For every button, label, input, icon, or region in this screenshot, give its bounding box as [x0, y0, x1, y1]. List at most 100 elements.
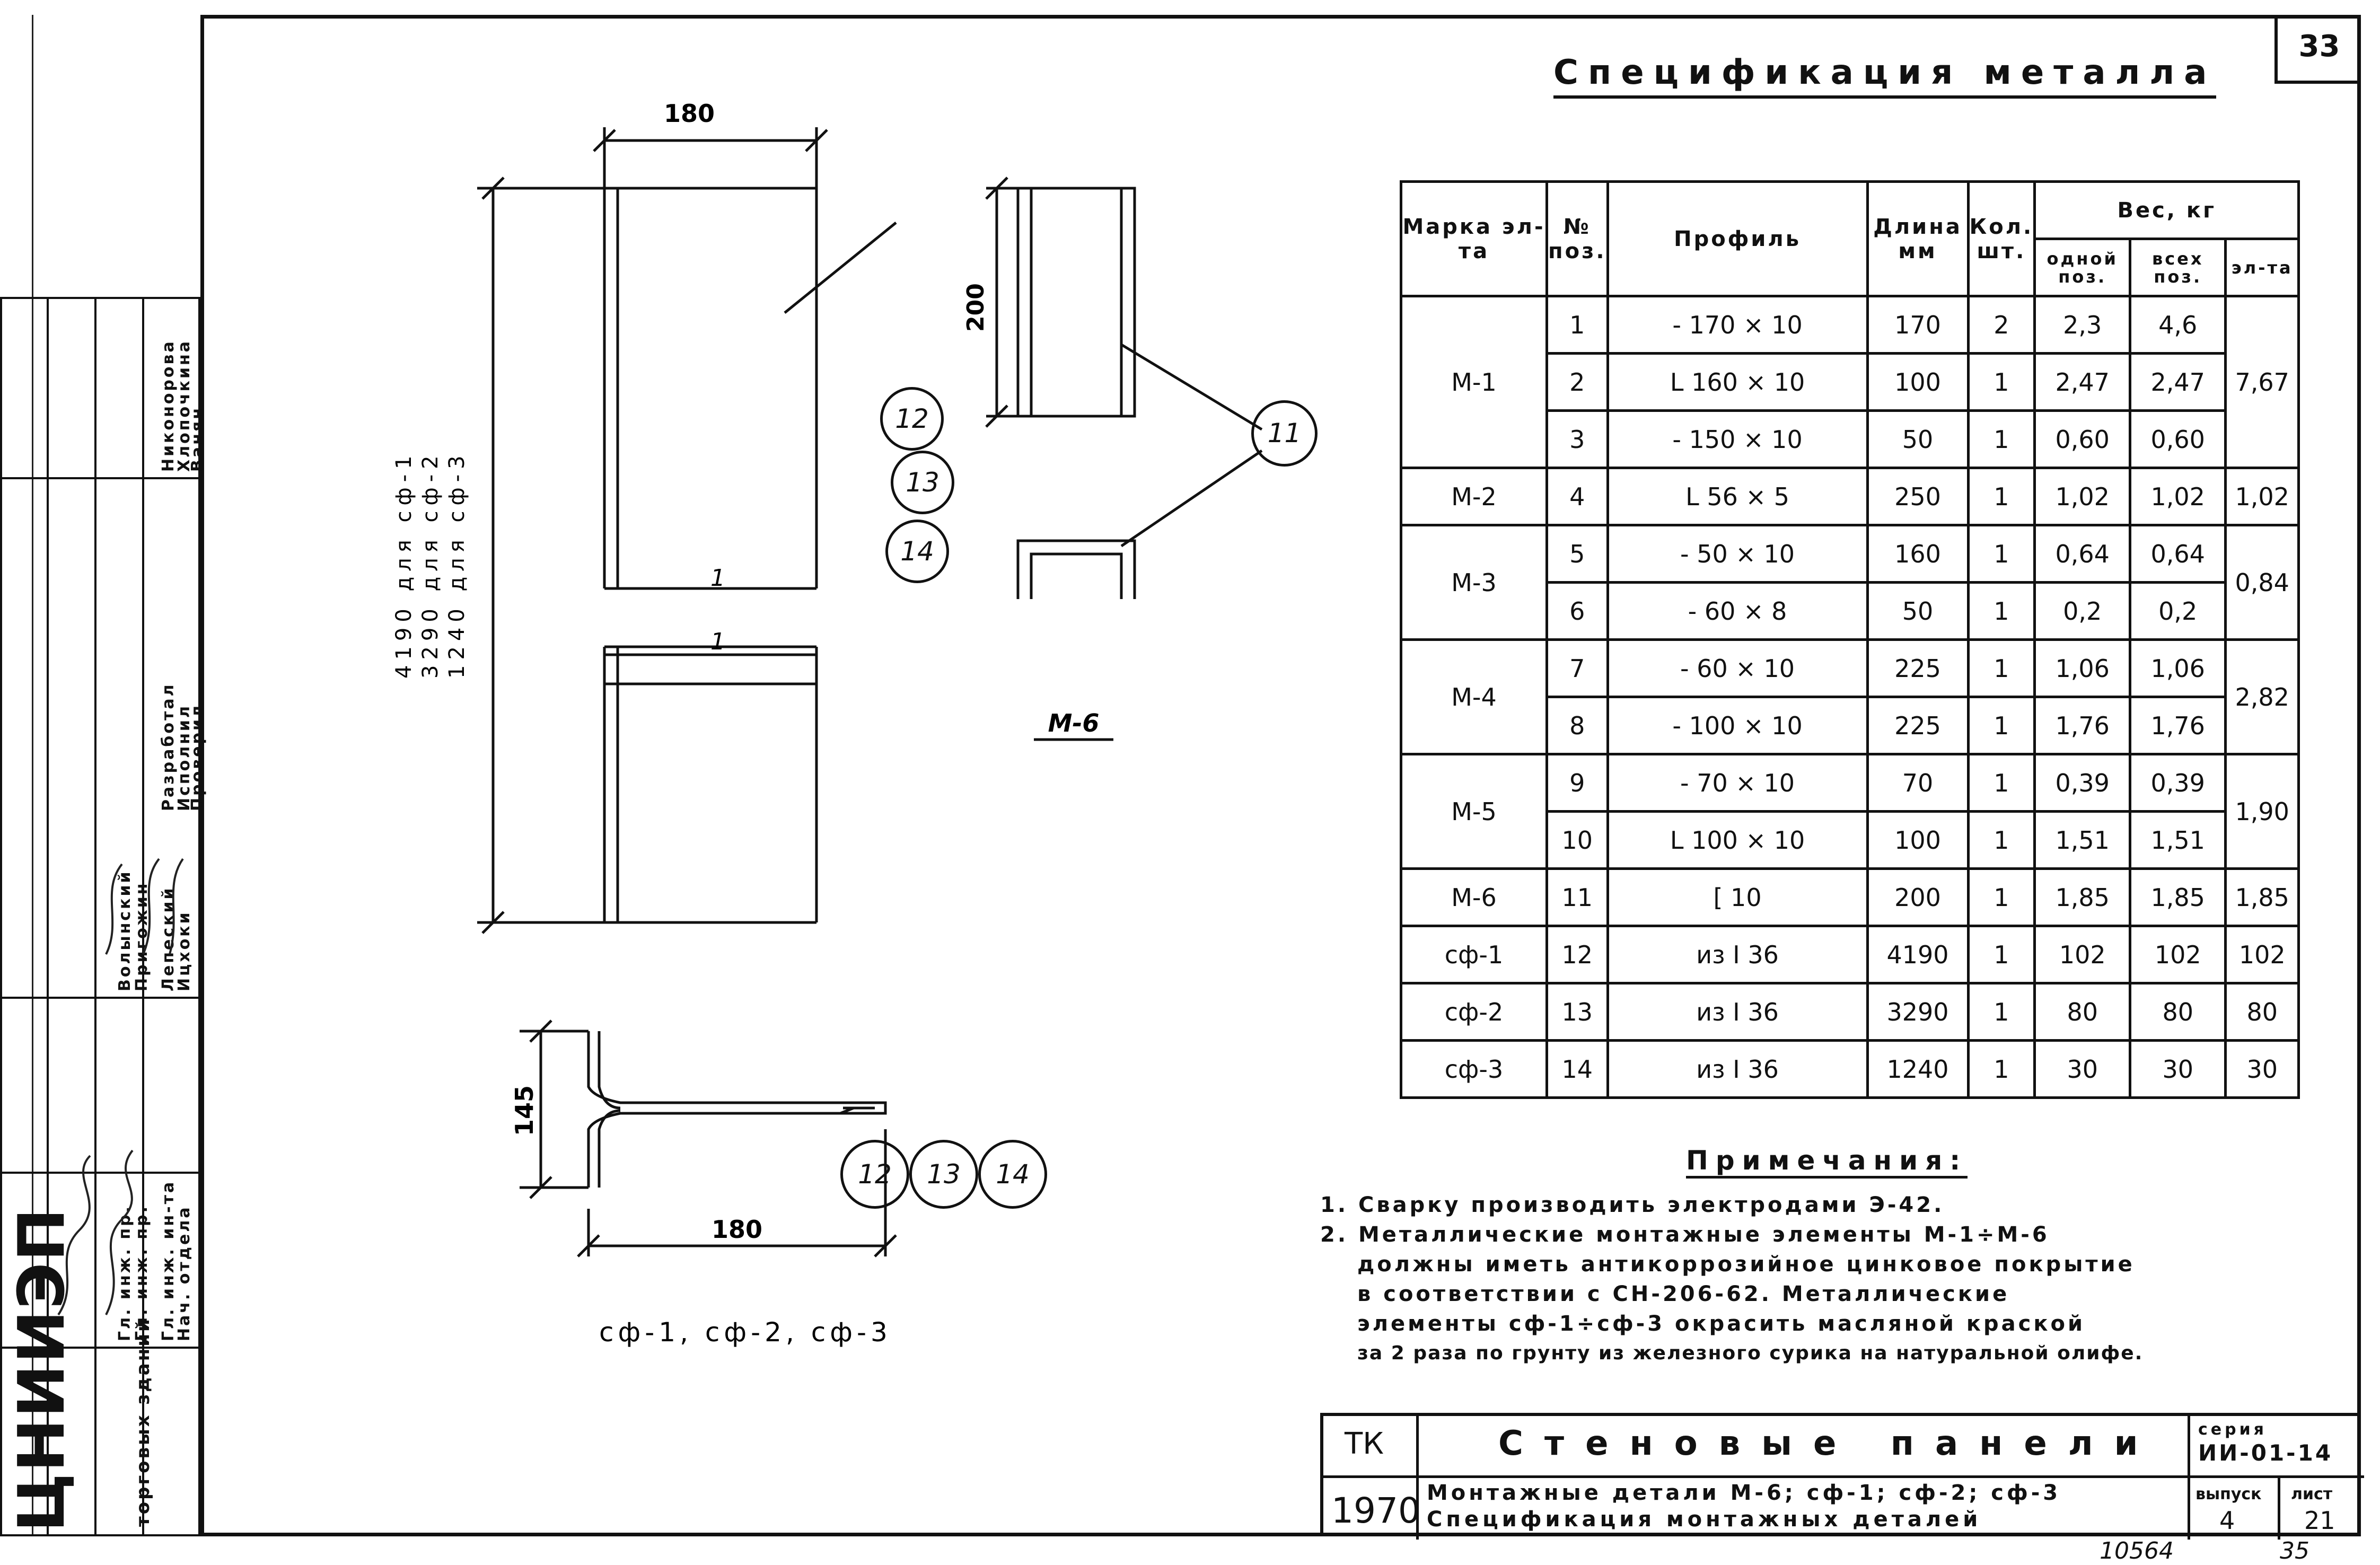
- table-cell: 9: [1545, 753, 1609, 813]
- channel-label: М-6: [1048, 709, 1100, 737]
- table-cell: 1: [1545, 295, 1609, 355]
- table-cell: М-4: [1400, 638, 1548, 755]
- tb-sheet-label: лист: [2291, 1485, 2333, 1504]
- table-cell: 1,90: [2224, 753, 2300, 870]
- table-cell: 12: [1545, 925, 1609, 984]
- table-cell: 1: [1966, 925, 2036, 984]
- table-cell: 1: [1966, 409, 2036, 469]
- table-cell: 10: [1545, 810, 1609, 870]
- note-2d: элементы сф-1÷сф-3 окрасить масляной кра…: [1357, 1312, 2085, 1336]
- table-cell: 200: [1866, 867, 1970, 927]
- tb-subtitle-2: Спецификация монтажных деталей: [1427, 1507, 1982, 1532]
- hdr-w-all: всех поз.: [2129, 238, 2227, 297]
- table-cell: 11: [1545, 867, 1609, 927]
- plate-height-3: 1240 для сф-3: [445, 450, 469, 679]
- table-cell: 0,64: [2129, 524, 2227, 584]
- plate-mark-1: 1: [710, 565, 725, 592]
- left-stamp: ЦНИИЭП торговых зданий Гл. инж. ин-та На…: [0, 297, 207, 1536]
- table-cell: 170: [1866, 295, 1970, 355]
- table-cell: 2: [1545, 352, 1609, 412]
- table-cell: 1: [1966, 982, 2036, 1042]
- tb-issue-label: выпуск: [2195, 1485, 2262, 1504]
- table-cell: сф-3: [1400, 1039, 1548, 1099]
- table-cell: 0,39: [2129, 753, 2227, 813]
- table-cell: 13: [1545, 982, 1609, 1042]
- channel-height-dim: 200: [962, 283, 989, 332]
- table-cell: М-6: [1400, 867, 1548, 927]
- table-cell: 100: [1866, 810, 1970, 870]
- table-cell: 1: [1966, 524, 2036, 584]
- hdr-weight: Вес, кг: [2033, 180, 2300, 240]
- table-cell: - 150 × 10: [1606, 409, 1869, 469]
- note-2e: за 2 раза по грунту из железного сурика …: [1357, 1342, 2144, 1364]
- table-cell: 1,06: [2033, 638, 2132, 698]
- table-cell: М-5: [1400, 753, 1548, 870]
- table-cell: 1: [1966, 638, 2036, 698]
- table-cell: 80: [2129, 982, 2227, 1042]
- table-cell: из I 36: [1606, 925, 1869, 984]
- tb-year: 1970: [1331, 1490, 1420, 1531]
- table-cell: 80: [2033, 982, 2132, 1042]
- tee-callout-14: 14: [978, 1140, 1047, 1209]
- table-cell: [ 10: [1606, 867, 1869, 927]
- notes-body: 1. Сварку производить электродами Э-42. …: [1320, 1190, 2143, 1368]
- table-cell: 225: [1866, 696, 1970, 755]
- hdr-qty: Кол. шт.: [1966, 180, 2036, 297]
- table-cell: 3290: [1866, 982, 1970, 1042]
- hdr-length: Длина мм: [1866, 180, 1970, 297]
- signatures-2: [105, 858, 184, 955]
- table-cell: 8: [1545, 696, 1609, 755]
- plate-width-dim: 180: [664, 99, 715, 128]
- table-cell: 1,85: [2129, 867, 2227, 927]
- tee-callout-13: 13: [909, 1140, 978, 1209]
- page-footer: 35: [2280, 1537, 2309, 1564]
- tee-height-dim: 145: [510, 1085, 539, 1136]
- table-cell: 0,84: [2224, 524, 2300, 641]
- table-cell: 1,76: [2129, 696, 2227, 755]
- callout-11: 11: [1251, 400, 1318, 467]
- table-cell: 30: [2224, 1039, 2300, 1099]
- drawing-frame: [200, 15, 2361, 1536]
- table-cell: - 70 × 10: [1606, 753, 1869, 813]
- plate-mark-2: 1: [710, 628, 725, 655]
- table-cell: 160: [1866, 524, 1970, 584]
- table-cell: - 60 × 10: [1606, 638, 1869, 698]
- tb-subtitle-1: Монтажные детали М-6; сф-1; сф-2; сф-3: [1427, 1481, 2061, 1505]
- note-2b: должны иметь антикоррозийное цинковое по…: [1357, 1252, 2135, 1277]
- notes-heading: Примечания:: [1686, 1145, 1968, 1179]
- table-cell: из I 36: [1606, 982, 1869, 1042]
- table-cell: 30: [2129, 1039, 2227, 1099]
- table-cell: - 100 × 10: [1606, 696, 1869, 755]
- table-cell: 1,02: [2033, 467, 2132, 526]
- plate-height-1: 4190 для сф-1: [392, 450, 416, 679]
- table-cell: 1,51: [2033, 810, 2132, 870]
- table-cell: 1,76: [2033, 696, 2132, 755]
- tb-name: Стеновые панели: [1498, 1424, 2159, 1463]
- table-cell: 30: [2033, 1039, 2132, 1099]
- tb-issue: 4: [2219, 1506, 2235, 1535]
- table-cell: 0,60: [2129, 409, 2227, 469]
- plate-height-2: 3290 для сф-2: [418, 450, 443, 679]
- table-cell: 2,47: [2033, 352, 2132, 412]
- table-cell: 1,51: [2129, 810, 2227, 870]
- table-cell: 5: [1545, 524, 1609, 584]
- table-cell: 70: [1866, 753, 1970, 813]
- table-cell: 2,47: [2129, 352, 2227, 412]
- role2-3: Проверил: [188, 704, 207, 811]
- table-cell: из I 36: [1606, 1039, 1869, 1099]
- table-cell: 1,85: [2224, 867, 2300, 927]
- table-cell: 0,39: [2033, 753, 2132, 813]
- table-cell: 0,60: [2033, 409, 2132, 469]
- table-cell: 2: [1966, 295, 2036, 355]
- title-block: ТК Стеновые панели серия ИИ-01-14 1970 М…: [1320, 1413, 2364, 1540]
- tee-label: сф-1, сф-2, сф-3: [599, 1317, 892, 1348]
- tb-sheet: 21: [2304, 1506, 2335, 1535]
